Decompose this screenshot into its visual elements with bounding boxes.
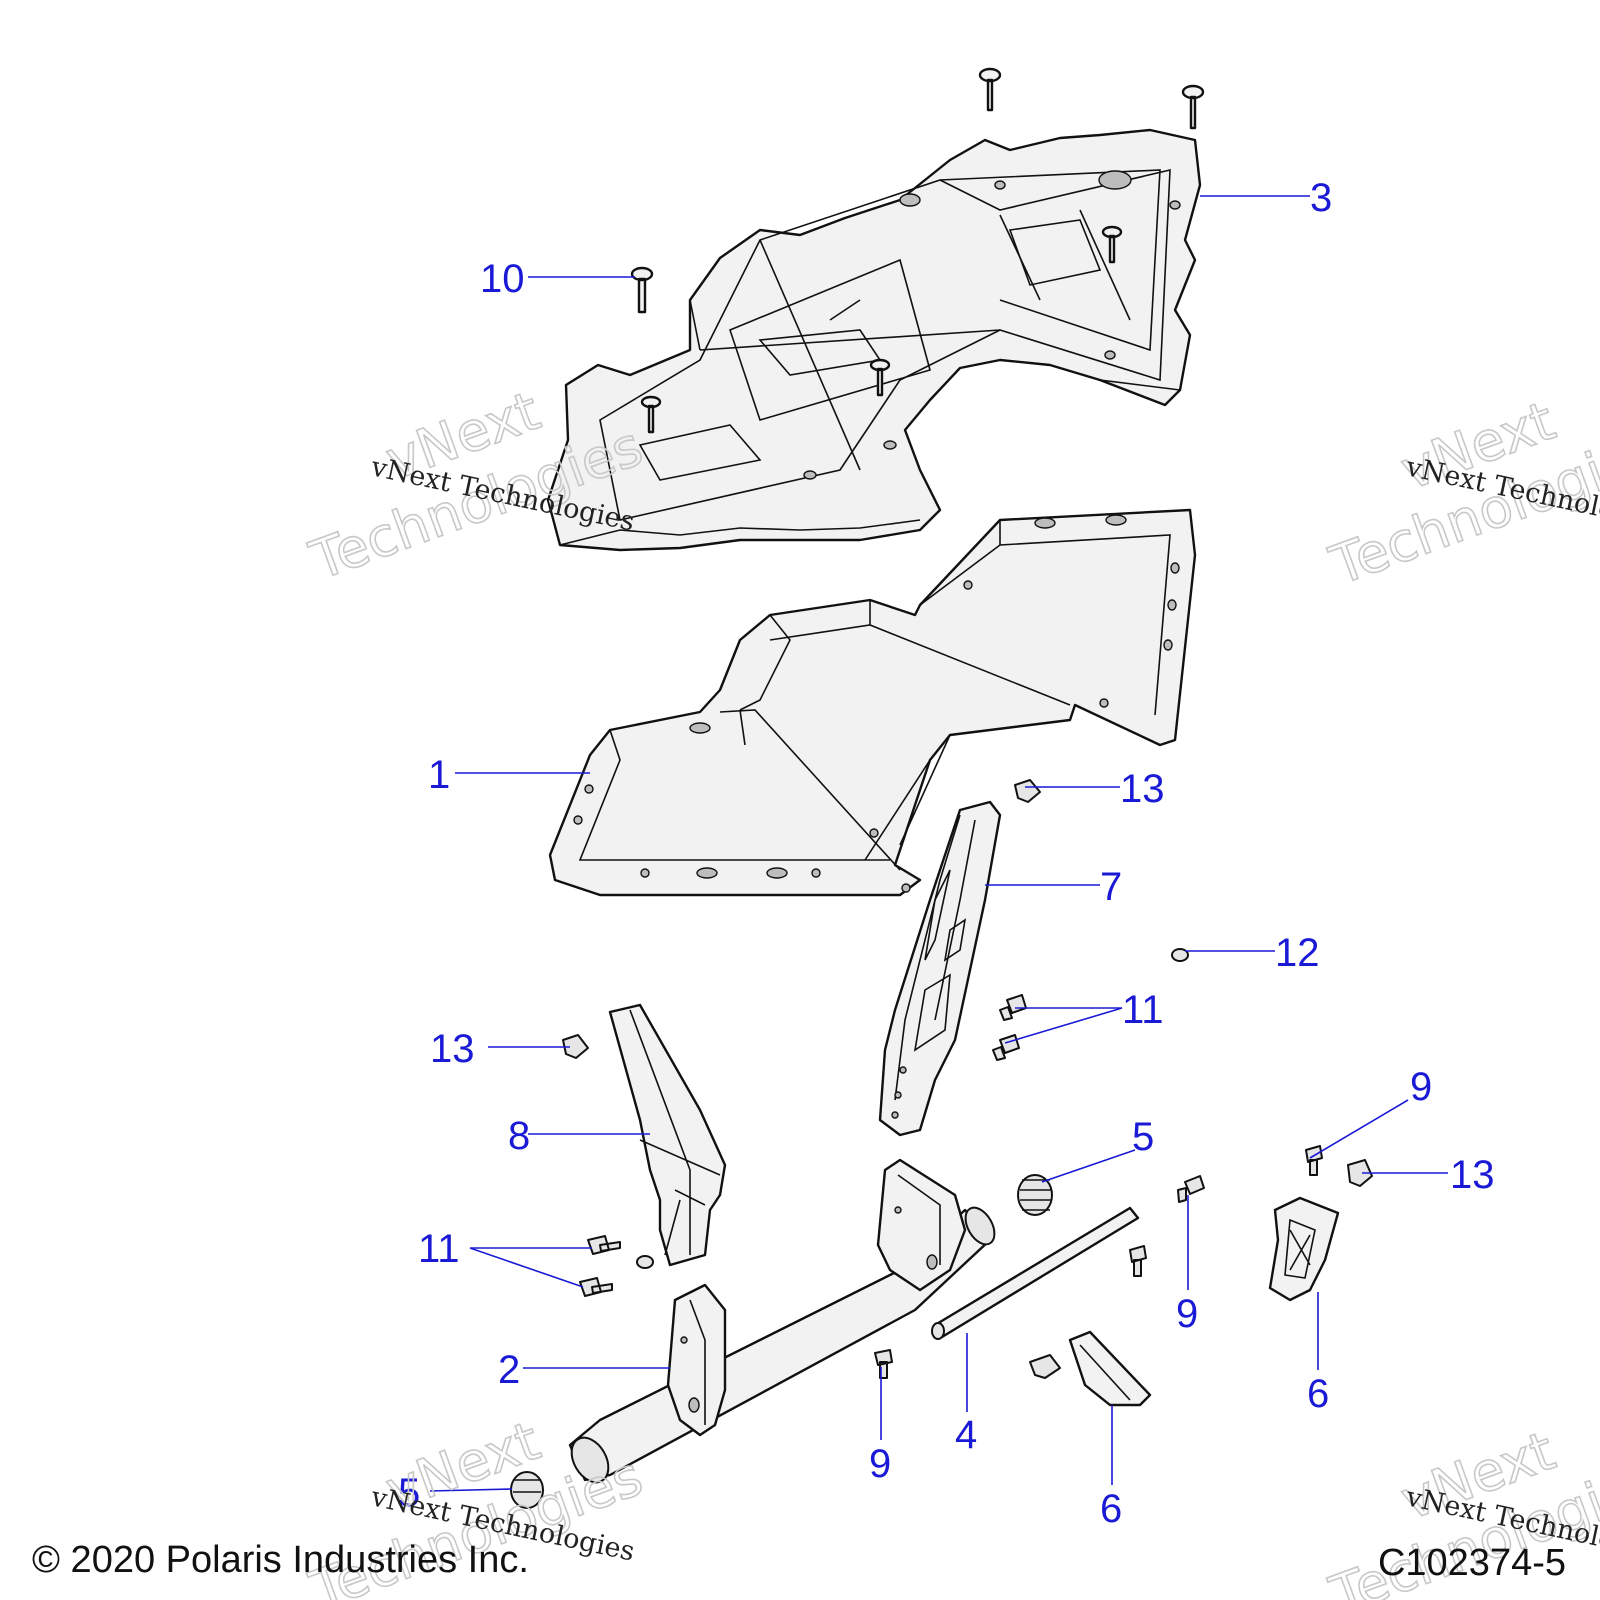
callout-4: 4	[955, 1413, 977, 1457]
rack-frame	[548, 508, 1197, 897]
callout-7: 7	[1100, 865, 1122, 909]
callout-5: 5	[1132, 1115, 1154, 1159]
rod	[931, 1206, 1140, 1340]
callout-13: 13	[1450, 1153, 1495, 1197]
flange-bolt-group-left	[579, 1235, 621, 1297]
u-nut-upper	[1014, 779, 1041, 803]
callout-1: 1	[428, 753, 450, 797]
tube-plug-upper	[1017, 1174, 1053, 1216]
mounting-tube-assembly	[568, 1158, 996, 1484]
screw-group-top	[640, 67, 1205, 434]
callout-9: 9	[1410, 1065, 1432, 1109]
watermark-upper-right: vNext Technologies vNext Technologies	[1321, 388, 1600, 598]
callout-13: 13	[1120, 767, 1165, 811]
copyright-notice: © 2020 Polaris Industries Inc.	[32, 1539, 529, 1581]
callout-5: 5	[398, 1471, 420, 1515]
callout-8: 8	[508, 1114, 530, 1158]
u-nut-left	[562, 1034, 589, 1059]
callout-labels: 3 10 1 13 7 12 11 13 9 8 5 13 11 9 6 2 4…	[398, 176, 1495, 1531]
right-support-bracket	[878, 800, 1002, 1137]
rack-platform	[546, 128, 1202, 552]
nut-lower	[636, 1255, 654, 1269]
callout-6: 6	[1307, 1372, 1329, 1416]
callout-11: 11	[1122, 988, 1164, 1032]
callout-9: 9	[869, 1442, 891, 1486]
callout-10: 10	[480, 257, 525, 301]
callout-11: 11	[418, 1227, 460, 1271]
callout-3: 3	[1310, 176, 1332, 220]
screw	[630, 266, 654, 314]
flange-bolt-group-right	[992, 994, 1027, 1061]
callout-13: 13	[430, 1027, 475, 1071]
clip-bracket-right	[1268, 1196, 1340, 1302]
callout-12: 12	[1275, 931, 1320, 975]
nut	[1171, 948, 1189, 962]
left-support-bracket	[608, 1003, 727, 1267]
tube-plug-lower	[510, 1471, 544, 1509]
callout-2: 2	[498, 1348, 520, 1392]
figure-id: C102374-5	[1378, 1542, 1566, 1584]
callout-9: 9	[1176, 1292, 1198, 1336]
u-nut-right	[1347, 1159, 1373, 1187]
clip-bracket-lower	[1029, 1330, 1152, 1407]
callout-6: 6	[1100, 1487, 1122, 1531]
leader-lines	[429, 195, 1448, 1492]
